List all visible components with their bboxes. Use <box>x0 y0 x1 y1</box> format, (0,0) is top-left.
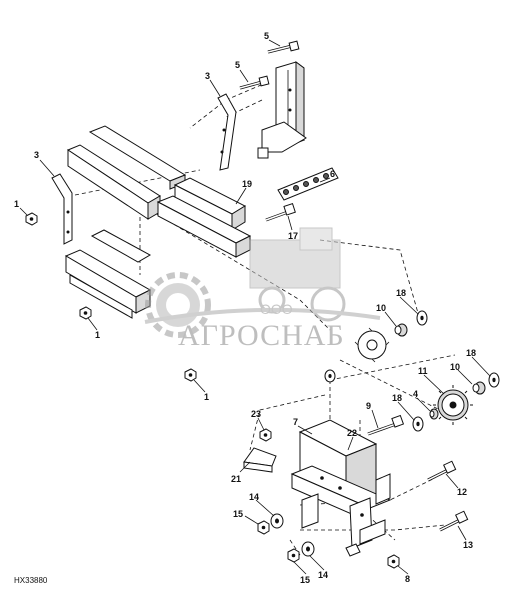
callout-1-b: 1 <box>95 330 100 340</box>
part-18-washer-middle <box>412 416 424 432</box>
callouts: 5 5 3 3 1 6 19 17 1 1 18 10 18 10 11 18 … <box>14 31 476 585</box>
lower-left-slat-track <box>64 229 152 319</box>
callout-1-c: 1 <box>204 392 209 402</box>
part-5-bolt-upper <box>267 40 300 54</box>
callout-14-lower: 14 <box>318 570 328 580</box>
upper-slat-track <box>66 125 247 231</box>
part-6-roller-chain <box>277 167 339 201</box>
callout-15-upper: 15 <box>233 509 243 519</box>
leader-lines <box>19 39 491 575</box>
part-14-washer-lower <box>301 541 315 557</box>
callout-5-upper: 5 <box>264 31 269 41</box>
watermark-company-name: АГРОСНАБ <box>178 319 345 352</box>
callout-18-upper: 18 <box>396 288 406 298</box>
callout-9: 9 <box>366 401 371 411</box>
part-23-nut <box>259 428 272 442</box>
washer-left <box>324 369 336 383</box>
part-3-bracket-left <box>51 173 73 245</box>
part-5-bolt-lower <box>239 75 270 90</box>
part-1-nut-b <box>79 306 92 320</box>
vertical-channel-bracket <box>257 61 307 159</box>
part-15-nut-lower <box>287 548 300 563</box>
part-21-plate <box>243 447 277 473</box>
part-17-bolt <box>265 203 296 222</box>
part-7-mounting-bracket <box>290 419 392 557</box>
part-3-bracket-right <box>217 93 237 171</box>
part-12-bolt <box>427 460 457 482</box>
callout-18-middle: 18 <box>392 393 402 403</box>
callout-13: 13 <box>463 540 473 550</box>
watermark-company-prefix: ООО <box>260 301 293 317</box>
callout-11: 11 <box>418 366 428 376</box>
callout-18-right: 18 <box>466 348 476 358</box>
callout-4: 4 <box>413 389 418 399</box>
callout-15-lower: 15 <box>300 575 310 585</box>
agrosnab-watermark: ООО АГРОСНАБ <box>144 227 381 352</box>
callout-5-lower: 5 <box>235 60 240 70</box>
callout-17: 17 <box>288 231 298 241</box>
part-15-nut-upper <box>257 520 270 535</box>
part-10-spacer-lower <box>472 381 486 395</box>
callout-14-upper: 14 <box>249 492 259 502</box>
part-1-nut-c <box>184 368 197 382</box>
part-19-slat <box>156 195 252 258</box>
figure-id: HX33880 <box>14 576 48 585</box>
part-11-sprocket <box>433 385 473 425</box>
callout-21: 21 <box>231 474 241 484</box>
part-9-bolt <box>367 414 405 436</box>
callout-12: 12 <box>457 487 467 497</box>
callout-3-right: 3 <box>205 71 210 81</box>
part-18-washer-upper <box>416 310 428 326</box>
callout-23: 23 <box>251 409 261 419</box>
callout-19: 19 <box>242 179 252 189</box>
combine-harvester-icon <box>249 227 346 322</box>
callout-8: 8 <box>405 574 410 584</box>
callout-22: 22 <box>347 428 357 438</box>
upper-sprocket <box>354 327 390 363</box>
part-8-nut <box>387 554 400 569</box>
part-13-bolt <box>439 510 469 532</box>
part-10-spacer-upper <box>394 323 408 337</box>
part-18-washer-right <box>488 372 500 388</box>
callout-7: 7 <box>293 417 298 427</box>
part-14-washer-upper <box>270 513 284 529</box>
callout-1-a: 1 <box>14 199 19 209</box>
callout-6: 6 <box>330 169 335 179</box>
part-1-nut-a <box>25 212 38 226</box>
callout-3-left: 3 <box>34 150 39 160</box>
part-4-bushing <box>429 408 439 420</box>
callout-10-lower: 10 <box>450 362 460 372</box>
callout-10-upper: 10 <box>376 303 386 313</box>
